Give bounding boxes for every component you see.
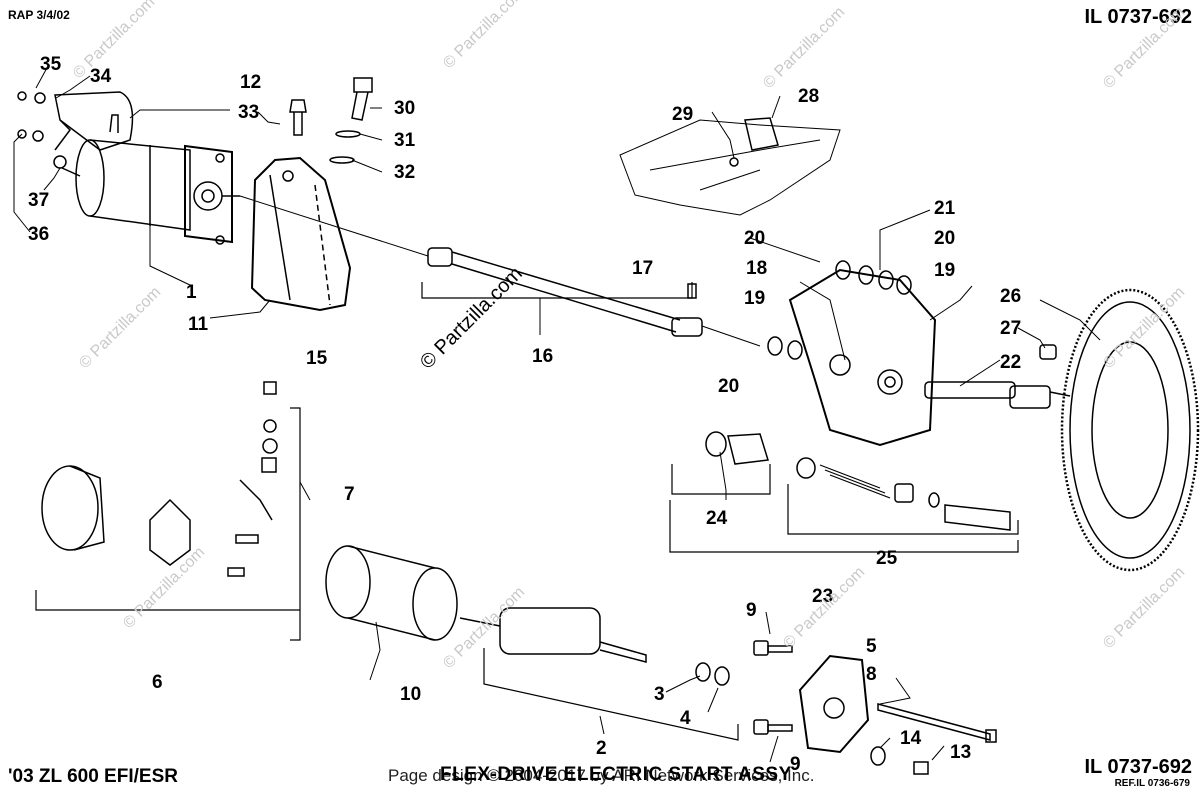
callout-24: 24 xyxy=(706,508,728,529)
diagram-title: FLEX-DRIVE ELECTRIC START ASSY xyxy=(440,764,792,785)
housing-10[interactable] xyxy=(325,545,458,641)
callout-11: 11 xyxy=(188,314,209,335)
callout-15: 15 xyxy=(306,348,328,369)
nut-13-washer-14[interactable] xyxy=(870,746,929,775)
leader-lines xyxy=(13,65,1101,763)
end-cap-5[interactable] xyxy=(798,654,870,754)
callout-labels: 1 2 3 4 5 6 7 8 9 9 10 11 12 13 14 15 16… xyxy=(28,54,1021,775)
pinion-24[interactable] xyxy=(705,431,769,465)
rap-date: RAP 3/4/02 xyxy=(8,8,70,22)
callout-33: 33 xyxy=(238,102,259,123)
washers-19-20-21[interactable] xyxy=(767,260,912,360)
callout-27: 27 xyxy=(1000,318,1021,339)
ring-gear[interactable] xyxy=(1060,288,1200,572)
callout-31: 31 xyxy=(394,130,416,151)
illustration-id-bottom: IL 0737-692 xyxy=(1084,756,1193,778)
callout-6: 6 xyxy=(152,672,163,693)
bolt-12[interactable] xyxy=(289,99,307,136)
thru-bolt-8[interactable] xyxy=(877,703,997,743)
starter-bracket-plate[interactable] xyxy=(54,91,134,151)
terminal-hardware-7[interactable] xyxy=(239,381,278,521)
illustration-id-top: IL 0737-692 xyxy=(1084,6,1193,28)
callout-34: 34 xyxy=(90,66,112,87)
flex-drive-shaft[interactable] xyxy=(239,195,761,347)
callout-9b: 9 xyxy=(790,754,801,775)
callout-16: 16 xyxy=(532,346,553,367)
mount-28[interactable] xyxy=(744,117,779,151)
callout-21: 21 xyxy=(934,198,956,219)
callout-29: 29 xyxy=(672,104,693,125)
brush-holder[interactable] xyxy=(149,498,191,566)
callout-1: 1 xyxy=(186,282,197,303)
callout-2: 2 xyxy=(596,738,607,759)
callout-17: 17 xyxy=(632,258,653,279)
callout-37: 37 xyxy=(28,190,49,211)
model-name: '03 ZL 600 EFI/ESR xyxy=(8,766,178,787)
bolt-27[interactable] xyxy=(1039,344,1057,360)
washers-3-4[interactable] xyxy=(695,662,730,686)
chassis-sketch xyxy=(619,119,841,216)
callout-12: 12 xyxy=(240,72,261,93)
starter-motor[interactable] xyxy=(75,114,240,245)
callout-9a: 9 xyxy=(746,600,757,621)
mounting-bracket[interactable] xyxy=(250,156,352,312)
callout-18: 18 xyxy=(746,258,767,279)
callout-20b: 20 xyxy=(934,228,955,249)
callout-36: 36 xyxy=(28,224,49,245)
callout-23: 23 xyxy=(812,586,833,607)
callout-35: 35 xyxy=(40,54,62,75)
drive-shaft-22[interactable] xyxy=(924,381,1071,409)
callout-22: 22 xyxy=(1000,352,1021,373)
washers-31-32[interactable] xyxy=(329,130,361,164)
callout-14: 14 xyxy=(900,728,922,749)
brush-springs[interactable] xyxy=(227,534,259,577)
bolt-30[interactable] xyxy=(351,77,373,121)
callout-32: 32 xyxy=(394,162,415,183)
callout-30: 30 xyxy=(394,98,415,119)
screws-9[interactable] xyxy=(753,640,793,735)
group-brackets xyxy=(35,282,1019,741)
spring-25[interactable] xyxy=(796,457,1011,531)
callout-25: 25 xyxy=(876,548,898,569)
callout-28: 28 xyxy=(798,86,819,107)
reference-id: REF.IL 0736-679 xyxy=(1114,778,1190,789)
callout-19b: 19 xyxy=(934,260,955,281)
callout-26: 26 xyxy=(1000,286,1021,307)
callout-5: 5 xyxy=(866,636,877,657)
callout-13: 13 xyxy=(950,742,971,763)
small-hardware-33-37[interactable] xyxy=(17,91,81,177)
callout-20c: 20 xyxy=(718,376,739,397)
callout-3: 3 xyxy=(654,684,665,705)
armature-2[interactable] xyxy=(459,607,647,663)
copyright-notice: Page design © 2004-2017 by ARI Network S… xyxy=(388,766,815,785)
callout-10: 10 xyxy=(400,684,421,705)
end-cap-6[interactable] xyxy=(41,465,105,551)
callout-19a: 19 xyxy=(744,288,765,309)
callout-7: 7 xyxy=(344,484,355,505)
callout-4: 4 xyxy=(680,708,691,729)
callout-8: 8 xyxy=(866,664,877,685)
screw-29[interactable] xyxy=(729,157,739,167)
drive-bracket[interactable] xyxy=(788,268,937,447)
callout-20a: 20 xyxy=(744,228,765,249)
